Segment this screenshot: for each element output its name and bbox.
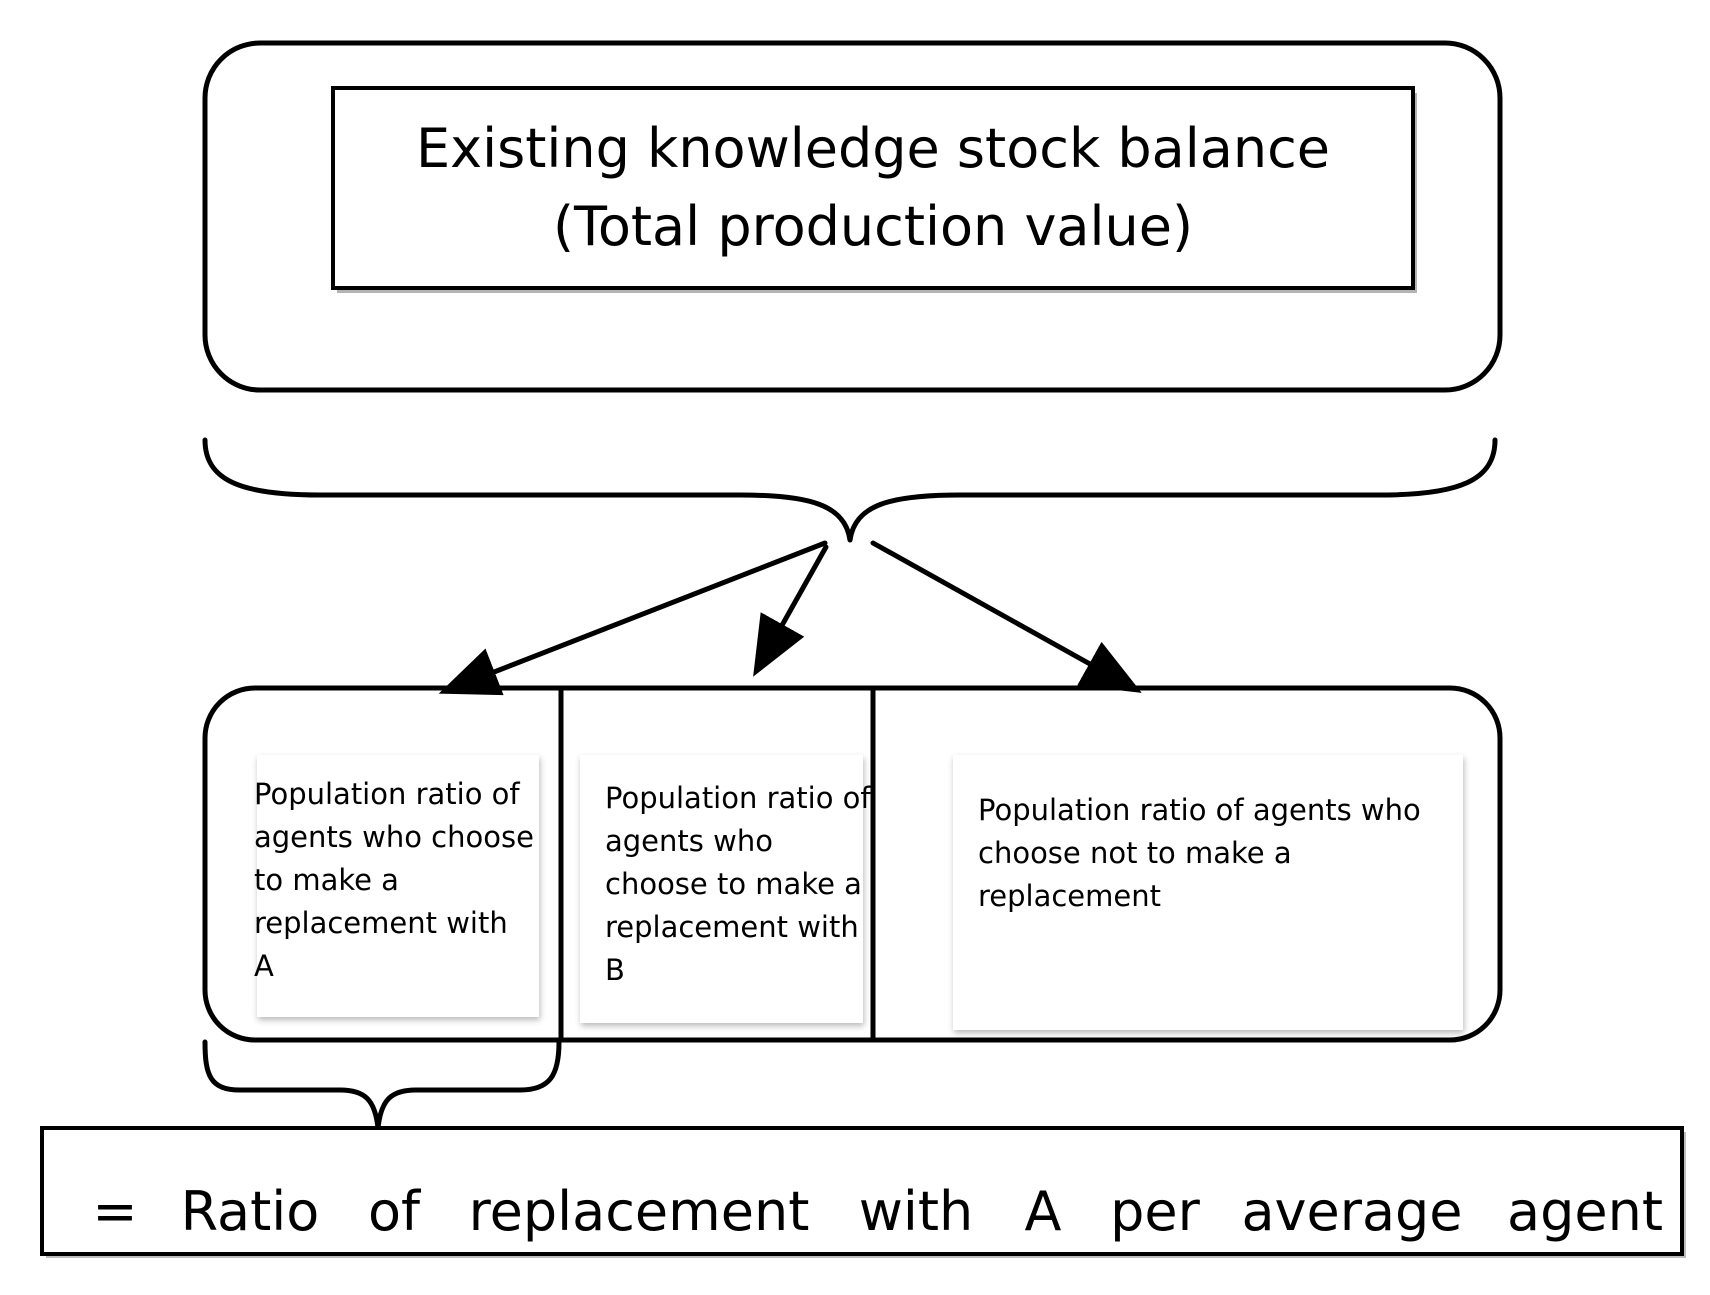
ratio-a-card: Population ratio of agents who choose to… xyxy=(254,755,539,1017)
title-line-1: Existing knowledge stock balance xyxy=(416,117,1330,180)
population-container xyxy=(202,685,1503,1043)
result-equals: = xyxy=(92,1180,137,1243)
ratio-b-label: Population ratio of agents who choose to… xyxy=(605,781,871,987)
top-curly-brace xyxy=(202,437,1498,543)
top-container xyxy=(202,40,1503,393)
result-word-agent: agent xyxy=(1507,1180,1663,1243)
ratio-b-card: Population ratio of agents who choose to… xyxy=(580,755,871,1023)
result-word-a: A xyxy=(1025,1180,1062,1243)
result-word-per: per xyxy=(1110,1180,1201,1243)
title-box xyxy=(331,86,1415,290)
result-box xyxy=(40,1126,1684,1256)
arrow-to-ratio-b xyxy=(753,544,829,677)
result-word-with: with xyxy=(859,1180,974,1243)
ratio-a-label: Population ratio of agents who choose to… xyxy=(254,777,534,983)
result-word-replacement: replacement xyxy=(469,1180,810,1243)
no-replacement-card: Population ratio of agents who choose no… xyxy=(953,755,1463,1030)
arrow-to-ratio-a xyxy=(438,540,828,696)
result-text-group: = Ratio of replacement with A per averag… xyxy=(92,1180,1663,1243)
bottom-curly-brace xyxy=(202,1039,562,1131)
no-replacement-label: Population ratio of agents who choose no… xyxy=(978,793,1421,913)
result-word-ratio: Ratio xyxy=(181,1180,320,1243)
result-word-average: average xyxy=(1241,1180,1462,1243)
result-word-of: of xyxy=(368,1180,422,1243)
title-line-2: (Total production value) xyxy=(553,195,1193,258)
arrow-to-no-replacement xyxy=(870,540,1142,693)
